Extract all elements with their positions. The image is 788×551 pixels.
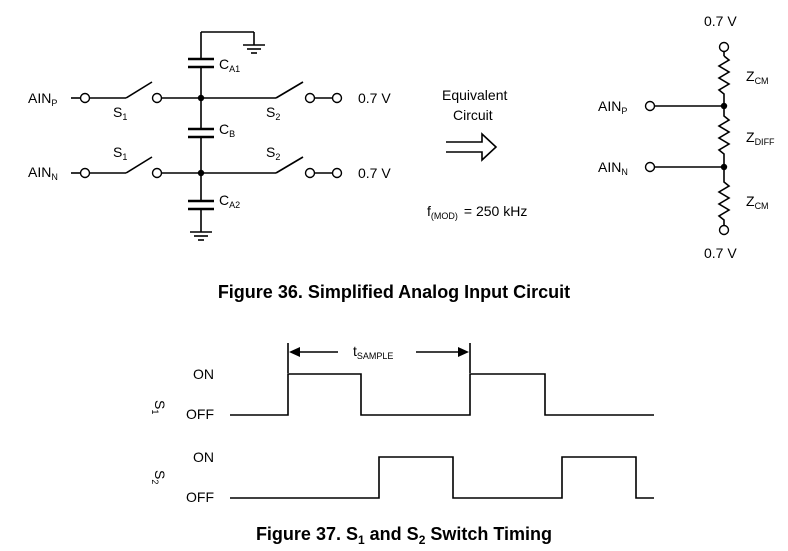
ground-icon-top [243, 44, 265, 54]
s1-timing-label: S1 [150, 400, 168, 414]
ca1-label: CA1 [219, 56, 240, 74]
resistor-zdiff [717, 106, 731, 167]
figure36-caption: Figure 36. Simplified Analog Input Circu… [218, 282, 570, 302]
s1-off-label: OFF [186, 406, 214, 422]
switch-s1-top-contact [151, 92, 163, 104]
double-arrow-icon [446, 132, 498, 162]
ain-n-terminal [79, 167, 91, 179]
resistor-zcm-top [717, 55, 731, 106]
resistor-zcm-bottom [717, 167, 731, 225]
ca2-label: CA2 [219, 192, 240, 210]
switch-s1-bottom-blade [125, 156, 153, 174]
equivalent-circuit: 0.7 V AINP AINN 0.7 V ZCM ZDIFF ZCM [598, 13, 775, 261]
switch-s1-bottom-contact [151, 167, 163, 179]
s1-waveform [230, 373, 654, 416]
figure37-caption: Figure 37. S1 and S2 Switch Timing [256, 524, 552, 547]
ref-voltage-top: 0.7 V [358, 90, 391, 106]
equivalent-label-line2: Circuit [453, 107, 493, 123]
switch-s2-bottom-label: S2 [266, 144, 280, 162]
ain-n-label: AINN [28, 164, 58, 182]
zdiff-label: ZDIFF [746, 129, 775, 147]
tsample-left-arrow-icon [289, 347, 300, 357]
switch-s2-top-blade [275, 81, 304, 99]
ref-top-terminal [331, 92, 343, 104]
switch-s2-bottom-blade [275, 156, 304, 174]
equiv-top-voltage: 0.7 V [704, 13, 737, 29]
tsample-label: tSAMPLE [353, 343, 393, 361]
ain-p-terminal [79, 92, 91, 104]
s2-timing-label: S2 [150, 470, 168, 484]
equiv-top-terminal [718, 41, 730, 53]
fmod-label: f(MOD)= 250 kHz [427, 203, 527, 221]
zcm-bottom-label: ZCM [746, 193, 769, 211]
cb-label: CB [219, 121, 235, 139]
equiv-bottom-terminal [718, 224, 730, 236]
switch-s1-top-label: S1 [113, 104, 127, 122]
ref-bottom-terminal [331, 167, 343, 179]
s2-on-label: ON [193, 449, 214, 465]
tsample-right-arrow-icon [458, 347, 469, 357]
switch-s2-top-contact [304, 92, 316, 104]
input-circuit: AINP AINN 0.7 V 0.7 V S1 S1 S2 S2 [28, 31, 391, 241]
switch-s1-top-blade [125, 81, 153, 99]
equiv-ain-p-terminal [644, 100, 656, 112]
switch-s2-bottom-contact [304, 167, 316, 179]
equiv-bottom-voltage: 0.7 V [704, 245, 737, 261]
equiv-ain-p-label: AINP [598, 98, 627, 116]
switch-s1-bottom-label: S1 [113, 144, 127, 162]
equiv-ain-n-label: AINN [598, 159, 628, 177]
ain-p-label: AINP [28, 90, 57, 108]
equiv-ain-n-terminal [644, 161, 656, 173]
s2-off-label: OFF [186, 489, 214, 505]
ref-voltage-bottom: 0.7 V [358, 165, 391, 181]
s2-waveform [230, 456, 654, 499]
equivalent-label-line1: Equivalent [442, 87, 507, 103]
capacitor-ca1 [188, 31, 255, 98]
s1-on-label: ON [193, 366, 214, 382]
timing-diagram: tSAMPLE S1 ON OFF S2 ON OFF [150, 343, 654, 505]
capacitor-ca2 [188, 173, 214, 232]
capacitor-cb [188, 98, 214, 173]
switch-s2-top-label: S2 [266, 104, 280, 122]
ground-icon-bottom [190, 231, 212, 241]
zcm-top-label: ZCM [746, 68, 769, 86]
